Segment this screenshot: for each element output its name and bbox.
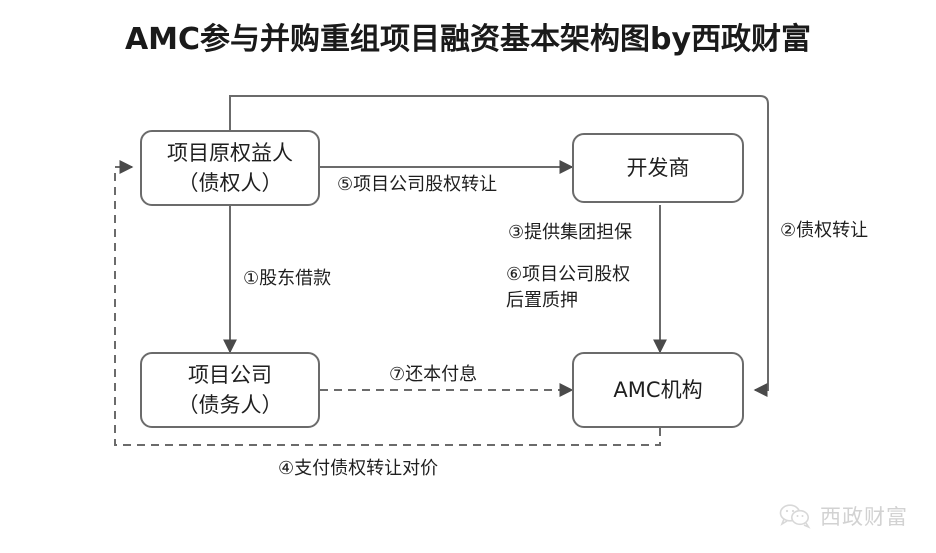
edge-label-pay-transfer-consideration: ④支付债权转让对价	[278, 458, 439, 479]
edge-label-repay-principal-interest: ⑦还本付息	[389, 364, 478, 385]
node-label-line1: 开发商	[626, 156, 690, 180]
edge-label-equity-subordinate-pledge-line1: ⑥项目公司股权	[506, 264, 631, 285]
edge-pay-transfer-consideration	[114, 160, 661, 446]
watermark-brand: 西政财富	[820, 505, 908, 529]
node-original-rights-holder[interactable]: 项目原权益人 （债权人）	[140, 130, 320, 206]
wechat-icon	[779, 503, 811, 529]
edge-label-creditor-rights-transfer: ②债权转让	[780, 220, 869, 241]
node-label-line2: （债务人）	[177, 393, 283, 417]
node-label-line2: （债权人）	[177, 171, 283, 195]
edge-label-group-guarantee: ③提供集团担保	[508, 222, 633, 243]
page-title: AMC参与并购重组项目融资基本架构图by西政财富	[124, 22, 812, 57]
node-amc[interactable]: AMC机构	[572, 352, 744, 428]
node-label-line1: 项目公司	[188, 363, 272, 387]
edge-label-equity-subordinate-pledge-line2: 后置质押	[506, 290, 578, 311]
edge-label-equity-transfer: ⑤项目公司股权转让	[337, 174, 498, 195]
edge-creditor-rights-transfer	[229, 95, 769, 397]
watermark: 西政财富	[779, 501, 908, 531]
node-developer[interactable]: 开发商	[572, 133, 744, 203]
node-project-company[interactable]: 项目公司 （债务人）	[140, 352, 320, 428]
node-label-line1: AMC机构	[613, 378, 703, 402]
node-label-line1: 项目原权益人	[167, 141, 293, 165]
edge-label-shareholder-loan: ①股东借款	[243, 268, 332, 289]
